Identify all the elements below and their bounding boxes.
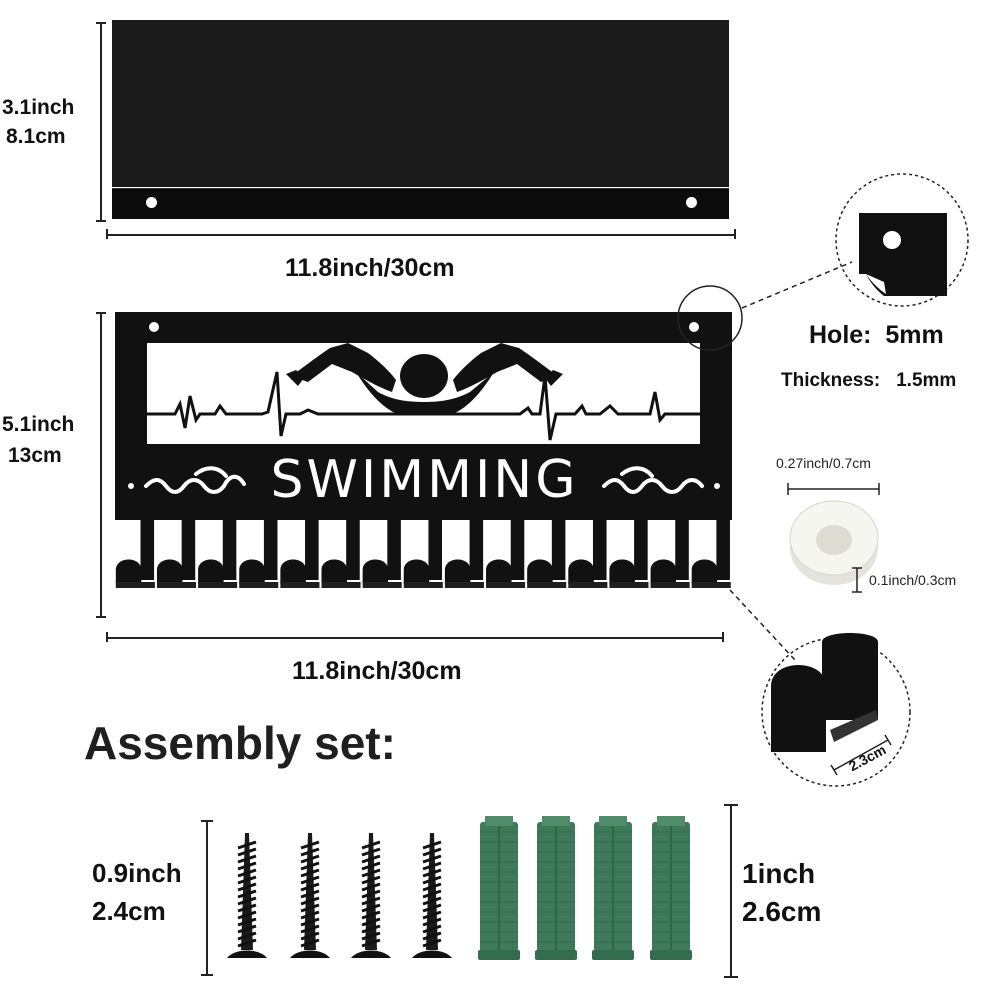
waves-left — [144, 466, 246, 494]
swimmer-silhouette — [286, 343, 563, 415]
screw — [227, 833, 267, 958]
heartbeat-line — [147, 371, 700, 441]
shelf-hole-left — [146, 197, 157, 208]
screw — [351, 833, 391, 958]
hook — [527, 518, 567, 588]
assembly-heading: Assembly set: — [84, 717, 396, 769]
shelf-height-tick-bottom — [96, 220, 106, 222]
spacer-hole — [816, 525, 852, 555]
screw — [290, 833, 330, 958]
hook — [486, 518, 526, 588]
wall-anchor — [478, 816, 520, 960]
hanger-height-line — [100, 312, 102, 618]
hole-zoom-fold — [866, 274, 886, 294]
shelf-width-line — [106, 234, 736, 236]
hanger-hole-right — [689, 322, 699, 332]
screw — [412, 833, 452, 958]
shelf-height-in: 3.1inch — [2, 96, 75, 119]
thickness-label: Thickness: 1.5mm — [781, 370, 957, 391]
wall-anchor — [650, 816, 692, 960]
hook — [568, 518, 608, 588]
hanger-height-tick-bottom — [96, 616, 106, 618]
hook-zoom-front — [771, 665, 826, 752]
shelf-width-tick-left — [106, 229, 108, 239]
screw-length-cm: 2.4cm — [92, 896, 166, 926]
hook-zoom-back — [822, 633, 878, 720]
anchor-length-tick-bottom — [724, 976, 738, 978]
shelf-height-tick-top — [96, 22, 106, 24]
hole-zoom-circle — [835, 173, 969, 307]
shelf-height-cm: 8.1cm — [6, 125, 66, 148]
hook-depth-tick-b — [884, 734, 892, 746]
anchor-length-line — [730, 804, 732, 978]
hanger-height-in: 5.1inch — [2, 413, 75, 436]
anchor-length-tick-top — [724, 804, 738, 806]
hanger-width-tick-left — [106, 632, 108, 642]
anchor-length-cm: 2.6cm — [742, 896, 822, 927]
hook-row — [115, 518, 731, 588]
hook — [321, 518, 361, 588]
hook-callout-leader — [729, 589, 796, 661]
hanger-width-line — [106, 637, 724, 639]
shelf-mount-strip — [112, 188, 729, 219]
spacer-diameter-label: 0.27inch/0.7cm — [776, 455, 871, 471]
hook — [609, 518, 649, 588]
plate-dot-right — [714, 483, 720, 489]
hole-label: Hole: 5mm — [809, 321, 944, 349]
hook — [403, 518, 443, 588]
screw-length-tick-top — [201, 820, 213, 822]
screw-length-line — [206, 820, 208, 976]
hanger-width-label: 11.8inch/30cm — [292, 657, 462, 685]
hook — [198, 518, 238, 588]
screw-length-in: 0.9inch — [92, 858, 182, 888]
hanger-height-tick-top — [96, 312, 106, 314]
hanger-title: SWIMMING — [270, 450, 579, 510]
waves-right — [602, 466, 704, 494]
hook — [650, 518, 690, 588]
hook — [115, 518, 155, 588]
screw-length-tick-bottom — [201, 974, 213, 976]
hook — [691, 518, 731, 588]
shelf-hole-right — [686, 197, 697, 208]
shelf-width-tick-right — [734, 229, 736, 239]
hook — [280, 518, 320, 588]
hole-highlight-circle — [677, 285, 743, 351]
hook — [156, 518, 197, 588]
hole-zoom-hole — [883, 231, 901, 249]
shelf-height-line — [100, 22, 102, 222]
hole-zoom-plate — [859, 213, 947, 296]
spacer-thickness-label: 0.1inch/0.3cm — [869, 572, 957, 588]
hole-callout-leader — [741, 261, 853, 309]
hook-zoom-base — [830, 710, 878, 742]
hook — [362, 518, 402, 588]
hanger-width-tick-right — [722, 632, 724, 642]
hook-depth-line — [833, 739, 889, 771]
hook-depth-tick-a — [830, 764, 838, 776]
hook — [239, 518, 279, 588]
wall-anchor — [592, 816, 634, 960]
wall-anchor — [535, 816, 577, 960]
hook — [444, 518, 484, 588]
shelf-panel — [112, 20, 729, 187]
hanger-hole-left — [149, 322, 159, 332]
shelf-width-label: 11.8inch/30cm — [285, 254, 455, 282]
plate-dot-left — [128, 483, 134, 489]
anchor-length-in: 1inch — [742, 858, 816, 889]
hanger-height-cm: 13cm — [8, 444, 62, 467]
